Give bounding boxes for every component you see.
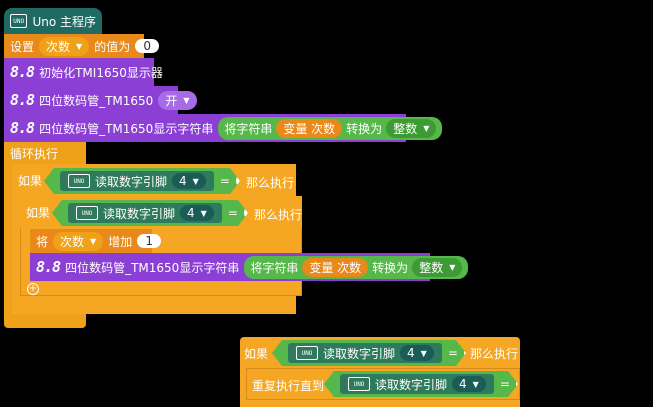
operator: = — [219, 174, 230, 188]
convert-block[interactable]: 将字符串 变量 次数 转换为 整数 ▼ — [244, 255, 469, 279]
chevron-down-icon: ▼ — [90, 236, 97, 246]
pin-value: 4 — [179, 174, 187, 188]
operator: = — [499, 377, 510, 391]
chevron-down-icon: ▼ — [449, 262, 456, 272]
pin-value: 4 — [407, 346, 415, 360]
then-label: 那么执行 — [254, 208, 303, 222]
variable-dropdown[interactable]: 次数 ▼ — [39, 36, 90, 56]
variable-name: 次数 — [60, 234, 85, 249]
increment-block[interactable]: 将 次数 ▼ 增加 1 — [30, 229, 162, 253]
read-pin-block[interactable]: UNO 读取数字引脚 4▼ — [68, 203, 222, 223]
uno-board-icon: UNO — [68, 174, 90, 188]
convert-to-label: 转换为 — [346, 121, 383, 136]
uno-main-block[interactable]: UNO Uno 主程序 — [4, 8, 102, 34]
uno-board-icon: UNO — [10, 14, 28, 28]
read-label: 读取数字引脚 — [375, 377, 448, 392]
convert-block[interactable]: 将字符串 变量 次数 转换为 整数 ▼ — [218, 116, 443, 140]
convert-label: 将字符串 — [250, 260, 299, 275]
main-title: Uno 主程序 — [32, 14, 96, 29]
power-state: 开 — [165, 93, 178, 108]
seven-segment-icon: 8.8 — [36, 258, 61, 276]
loop-header: 循环执行 — [4, 142, 86, 164]
then-label: 那么执行 — [246, 176, 295, 190]
read-label: 读取数字引脚 — [323, 346, 396, 361]
display-label: 四位数码管_TM1650 — [39, 93, 154, 108]
set-value-input[interactable]: 0 — [135, 39, 160, 53]
type-value: 整数 — [393, 121, 418, 136]
if-label: 如果 — [244, 347, 269, 361]
add-branch-icon[interactable]: + — [27, 283, 39, 295]
loop-label: 循环执行 — [10, 146, 59, 161]
show-label: 四位数码管_TM1650显示字符串 — [65, 260, 240, 275]
variable-reporter[interactable]: 变量 次数 — [302, 257, 369, 277]
read-pin-block[interactable]: UNO 读取数字引脚 4▼ — [340, 374, 494, 394]
pin-dropdown[interactable]: 4▼ — [400, 345, 434, 361]
increment-value[interactable]: 1 — [137, 234, 162, 248]
value-label: 的值为 — [94, 39, 131, 54]
show-label: 四位数码管_TM1650显示字符串 — [39, 121, 214, 136]
set-label: 设置 — [10, 39, 35, 54]
compare-condition[interactable]: UNO 读取数字引脚 4▼ = 0 — [52, 200, 248, 226]
chevron-down-icon: ▼ — [423, 123, 430, 133]
type-dropdown[interactable]: 整数 ▼ — [412, 257, 463, 277]
variable-reporter[interactable]: 变量 次数 — [276, 118, 343, 138]
variable-name: 次数 — [46, 39, 71, 54]
set-variable-block[interactable]: 设置 次数 ▼ 的值为 0 — [4, 34, 160, 58]
type-value: 整数 — [419, 260, 444, 275]
init-label: 初始化TMI1650显示器 — [39, 65, 163, 80]
compare-condition[interactable]: UNO 读取数字引脚 4▼ = 0 — [324, 371, 518, 397]
display-power-block[interactable]: 8.8 四位数码管_TM1650 开▼ — [4, 86, 197, 114]
read-label: 读取数字引脚 — [95, 174, 168, 189]
uno-board-icon: UNO — [76, 206, 98, 220]
show-string-block[interactable]: 8.8 四位数码管_TM1650显示字符串 将字符串 变量 次数 转换为 整数 ▼ — [4, 114, 443, 142]
seven-segment-icon: 8.8 — [10, 91, 35, 109]
add-label: 增加 — [108, 234, 133, 249]
compare-condition[interactable]: UNO 读取数字引脚 4▼ = 1 — [272, 340, 466, 366]
chevron-down-icon: ▼ — [76, 41, 83, 51]
pin-value: 4 — [187, 206, 195, 220]
operator: = — [227, 206, 238, 220]
operator: = — [447, 346, 458, 360]
seven-segment-icon: 8.8 — [10, 119, 35, 137]
chevron-down-icon: ▼ — [472, 379, 479, 389]
pin-dropdown[interactable]: 4▼ — [172, 173, 206, 189]
uno-board-icon: UNO — [296, 346, 318, 360]
then-label: 那么执行 — [470, 347, 519, 361]
chevron-down-icon: ▼ — [200, 208, 207, 218]
init-display-block[interactable]: 8.8 初始化TMI1650显示器 — [4, 58, 163, 86]
type-dropdown[interactable]: 整数 ▼ — [386, 118, 437, 138]
chevron-down-icon: ▼ — [183, 95, 190, 105]
seven-segment-icon: 8.8 — [10, 63, 35, 81]
pin-value: 4 — [459, 377, 467, 391]
repeat-label: 重复执行直到 — [252, 379, 325, 393]
convert-label: 将字符串 — [224, 121, 273, 136]
if-label: 如果 — [26, 205, 51, 220]
show-string-block[interactable]: 8.8 四位数码管_TM1650显示字符串 将字符串 变量 次数 转换为 整数 ▼ — [30, 253, 469, 281]
if-label: 如果 — [18, 173, 43, 188]
chevron-down-icon: ▼ — [420, 348, 427, 358]
compare-condition[interactable]: UNO 读取数字引脚 4▼ = 1 — [44, 168, 240, 194]
inc-label: 将 — [36, 234, 49, 249]
pin-dropdown[interactable]: 4▼ — [452, 376, 486, 392]
pin-dropdown[interactable]: 4▼ — [180, 205, 214, 221]
convert-to-label: 转换为 — [372, 260, 409, 275]
read-pin-block[interactable]: UNO 读取数字引脚 4▼ — [60, 171, 214, 191]
power-dropdown[interactable]: 开▼ — [158, 90, 197, 110]
variable-dropdown[interactable]: 次数 ▼ — [53, 231, 104, 251]
uno-board-icon: UNO — [348, 377, 370, 391]
read-label: 读取数字引脚 — [103, 206, 176, 221]
chevron-down-icon: ▼ — [192, 176, 199, 186]
read-pin-block[interactable]: UNO 读取数字引脚 4▼ — [288, 343, 442, 363]
